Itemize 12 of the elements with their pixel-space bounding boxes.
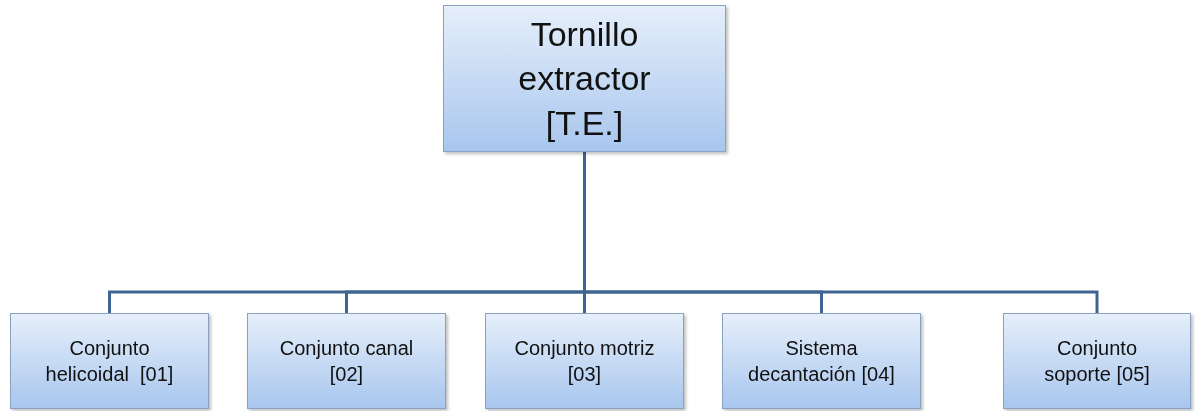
box-label: Conjunto helicoidal [01]: [44, 336, 175, 387]
component-box: [485, 313, 684, 409]
box-label: Sistema decantación [04]: [747, 336, 896, 387]
component-box: [1003, 313, 1191, 409]
box-label: Tornillo extractor [T.E.]: [517, 14, 652, 144]
box-label: Conjunto soporte [05]: [1043, 336, 1151, 387]
root-box: [443, 5, 726, 152]
component-box: [722, 313, 921, 409]
box-label: Conjunto canal [02]: [278, 336, 415, 387]
component-box: [10, 313, 209, 409]
box-label: Conjunto motriz [03]: [513, 336, 656, 387]
component-box: [247, 313, 446, 409]
